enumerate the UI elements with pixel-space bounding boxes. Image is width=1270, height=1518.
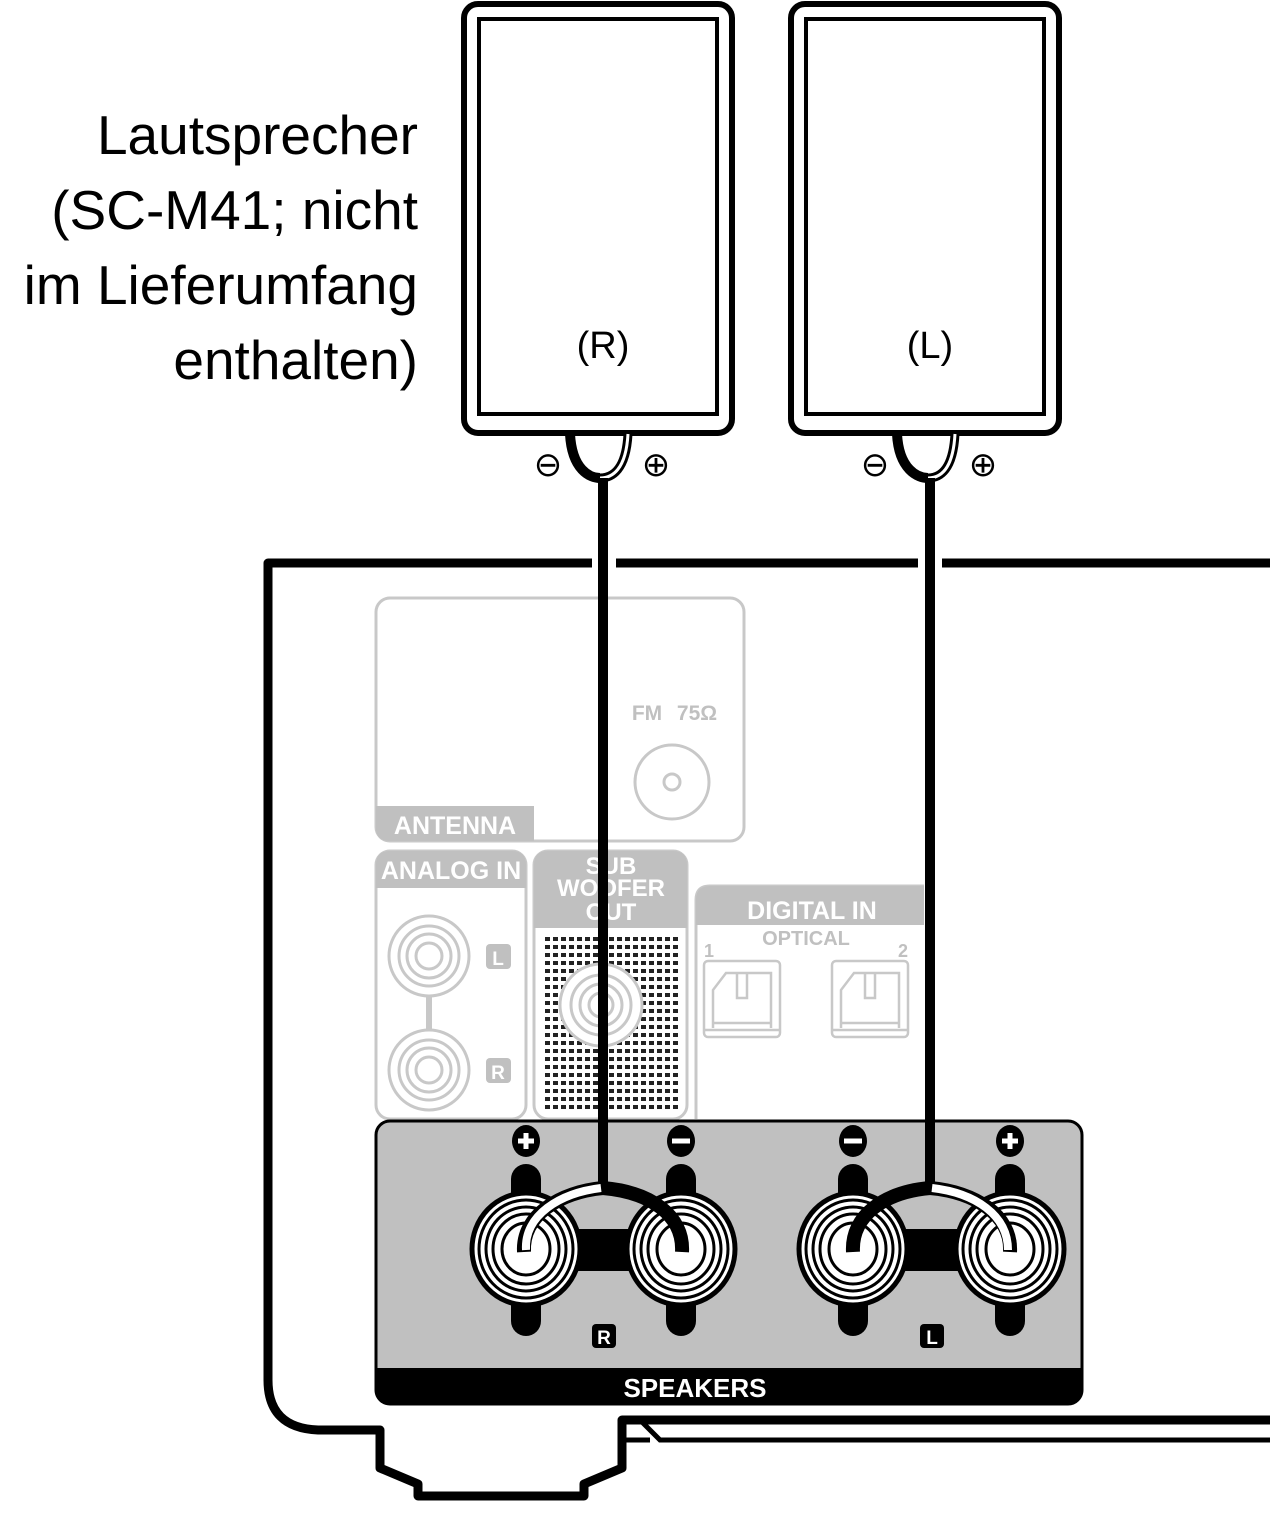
rca-jack-r [387, 1028, 471, 1112]
subwoofer-label-line: SUB [586, 853, 637, 880]
speaker-label: (L) [907, 325, 953, 367]
speaker-cable-minus [565, 433, 601, 483]
subwoofer-label-line: OUT [586, 899, 637, 926]
rca-jack-l [387, 914, 471, 998]
speaker-cable-minus [892, 433, 929, 483]
speaker-left: (L) ⊖ ⊕ [788, 1, 1062, 484]
speaker-cable-right [516, 478, 690, 1253]
digital-in-label: DIGITAL IN [747, 897, 877, 925]
polarity-badge-l-plus [996, 1125, 1024, 1157]
polarity-badge-r-minus [667, 1125, 695, 1157]
speaker-front-panel [477, 17, 719, 416]
antenna-section: ANTENNA FM 75Ω [374, 596, 746, 843]
unit-body-outline [263, 558, 1270, 1501]
subwoofer-out-section: SUB WOOFER OUT [532, 849, 689, 1121]
speaker-front-panel [804, 17, 1046, 416]
optical-port-2 [830, 959, 910, 1039]
fm-label: FM [632, 702, 662, 725]
channel-badge-r: R [597, 1328, 611, 1349]
speaker-caption: Lautsprecher (SC-M41; nicht im Lieferumf… [24, 98, 418, 398]
speaker-right: (R) ⊖ ⊕ [461, 1, 735, 484]
speaker-label: (R) [577, 325, 630, 367]
minus-icon: ⊖ [534, 446, 563, 484]
optical-label: OPTICAL [762, 928, 850, 950]
channel-badge-l: L [492, 949, 504, 970]
antenna-label: ANTENNA [394, 812, 516, 840]
plus-icon: ⊕ [642, 446, 671, 484]
impedance-label: 75Ω [677, 702, 717, 725]
plus-icon: ⊕ [969, 446, 998, 484]
caption-line: im Lieferumfang [23, 254, 418, 316]
speakers-label: SPEAKERS [623, 1373, 766, 1403]
channel-badge-r: R [491, 1063, 505, 1084]
subwoofer-label-line: WOOFER [557, 875, 665, 902]
digital-in-section: DIGITAL IN OPTICAL 1 2 [694, 884, 924, 1119]
speaker-cabinet [461, 1, 735, 436]
speaker-cabinet [788, 1, 1062, 436]
fm-antenna-jack [633, 743, 711, 821]
caption-line: enthalten) [173, 329, 418, 391]
speakers-terminal-panel: SPEAKERS R [374, 1119, 1084, 1406]
optical-port-1 [702, 959, 782, 1039]
analog-in-section: ANALOG IN L R [374, 849, 528, 1121]
port-number: 1 [704, 941, 714, 961]
analog-in-label: ANALOG IN [381, 857, 521, 885]
port-number: 2 [898, 941, 908, 961]
polarity-badge-l-minus [839, 1125, 867, 1157]
minus-icon: ⊖ [861, 446, 890, 484]
speaker-cable-left [845, 478, 1018, 1253]
channel-badge-l: L [926, 1328, 938, 1349]
polarity-badge-r-plus [512, 1125, 540, 1157]
caption-line: (SC-M41; nicht [51, 179, 418, 241]
caption-line: Lautsprecher [96, 104, 418, 166]
